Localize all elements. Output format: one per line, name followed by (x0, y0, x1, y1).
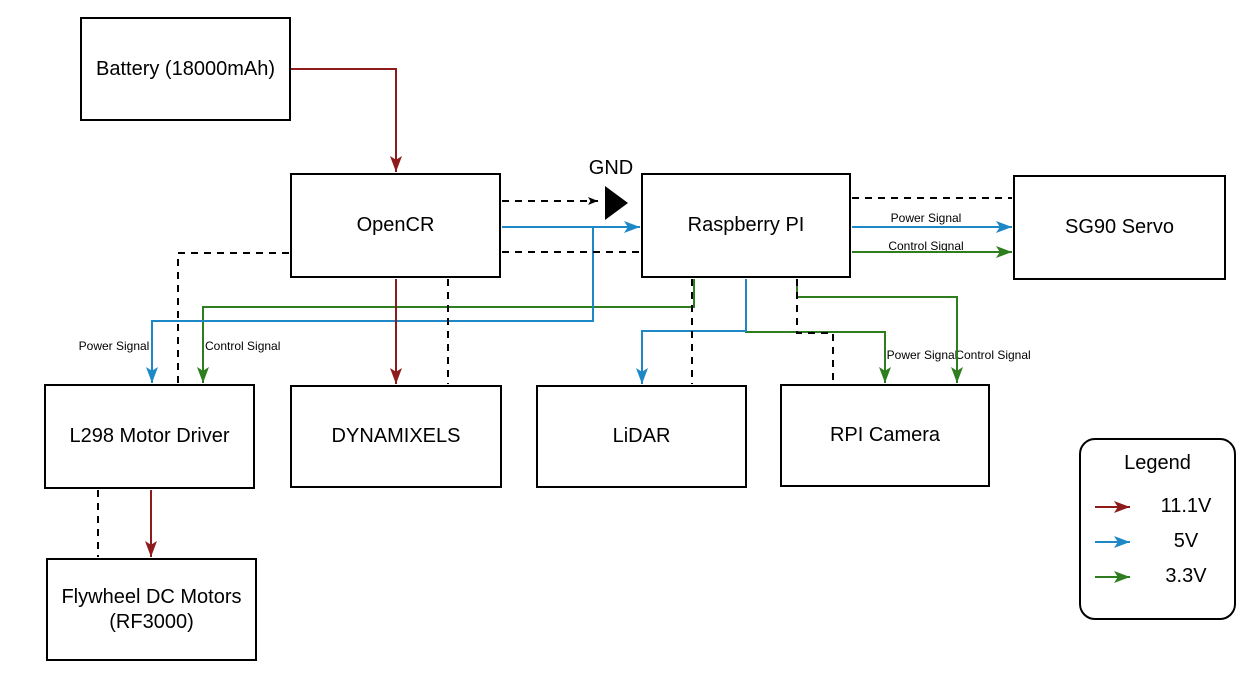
legend-entry-5v-label: 5V (1173, 530, 1199, 552)
node-battery: Battery (18000mAh) (80, 17, 291, 121)
node-opencr-label: OpenCR (356, 214, 435, 236)
node-opencr: OpenCR (290, 173, 501, 278)
edge-label-control-signal-sg90: Control Signal (888, 239, 964, 253)
edge-rpi-camera-power (745, 279, 891, 383)
legend-title: Legend (1124, 452, 1191, 474)
node-dynamixels-label: DYNAMIXELS (331, 425, 461, 447)
node-rpi-camera: RPI Camera (780, 384, 990, 487)
edge-label-control-signal-camera: Control Signal (955, 348, 1031, 362)
node-lidar-label: LiDAR (612, 425, 671, 447)
node-flywheel-label-line2: (RF3000) (109, 610, 194, 633)
edge-rpi-lidar-5v (636, 279, 747, 384)
node-dynamixels: DYNAMIXELS (290, 385, 502, 488)
edge-opencr-l298-dashed (177, 252, 289, 383)
node-raspberry-pi-label: Raspberry PI (687, 214, 805, 236)
node-rpi-camera-label: RPI Camera (829, 424, 941, 446)
edge-label-control-signal-l298: Control Signal (205, 339, 281, 353)
node-flywheel-motors: Flywheel DC Motors (RF3000) (46, 558, 257, 661)
node-lidar: LiDAR (536, 385, 747, 488)
edge-battery-opencr-11v (291, 68, 402, 172)
edge-label-power-signal-camera: Power Signal (886, 348, 958, 362)
legend-entry-11v-label: 11.1V (1160, 495, 1212, 517)
gnd-symbol-icon (605, 186, 628, 220)
node-sg90-servo: SG90 Servo (1013, 175, 1226, 280)
edge-opencr-l298-power (146, 227, 594, 383)
legend-box (1079, 438, 1236, 620)
gnd-label: GND (588, 157, 634, 179)
node-battery-label: Battery (18000mAh) (96, 57, 275, 80)
edge-label-power-signal-sg90: Power Signal (890, 211, 962, 225)
edge-label-power-signal-l298: Power Signal (78, 339, 150, 353)
node-l298-motor-driver: L298 Motor Driver (44, 384, 255, 489)
edge-rpi-camera-dashed (796, 279, 834, 383)
legend-entry-3v-label: 3.3V (1165, 565, 1207, 587)
node-flywheel-label-line1: Flywheel DC Motors (61, 585, 242, 608)
node-sg90-servo-label: SG90 Servo (1065, 216, 1174, 238)
node-raspberry-pi: Raspberry PI (641, 173, 851, 278)
edge-rpi-camera-control (796, 279, 963, 383)
node-l298-label: L298 Motor Driver (69, 425, 230, 447)
